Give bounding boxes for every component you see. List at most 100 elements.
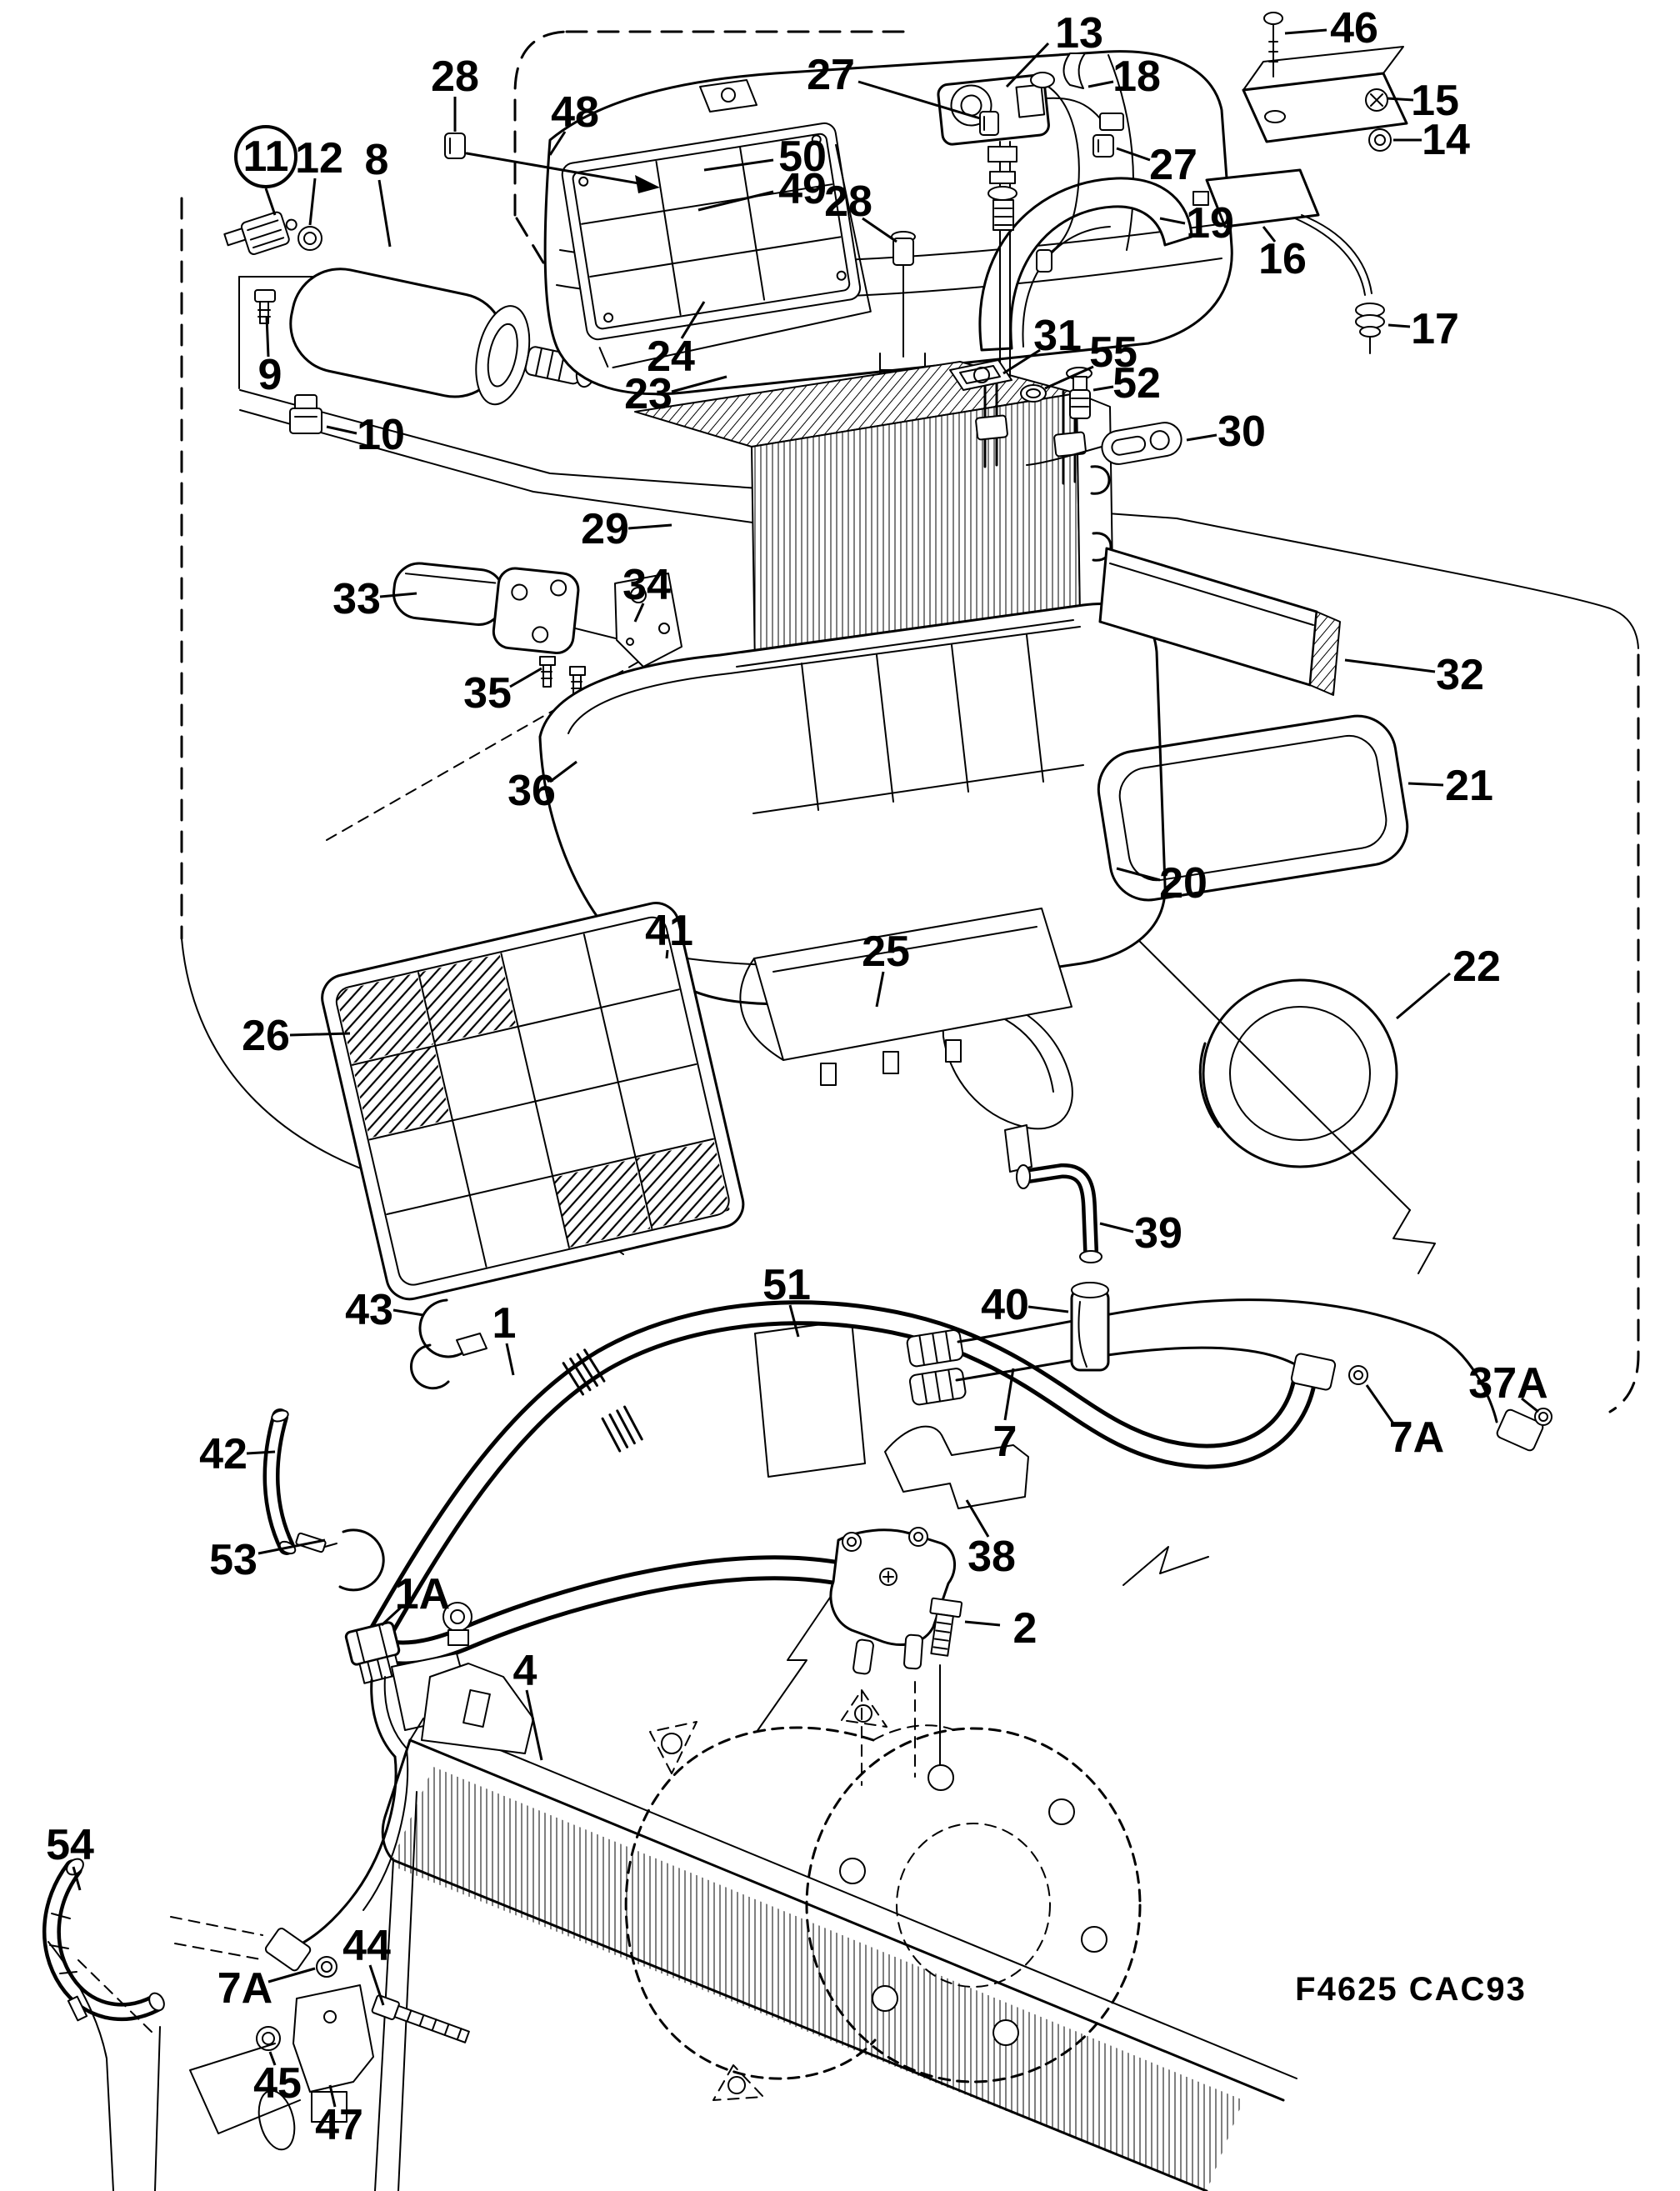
callout-leader-7 [1003, 1368, 1015, 1421]
callout-leader-51 [788, 1304, 800, 1338]
expansion-valve-13 [937, 72, 1124, 464]
callout-31: 31 [1033, 312, 1082, 360]
callout-leader-15 [1386, 97, 1414, 102]
callout-leader-30 [1186, 433, 1218, 442]
callout-leader-12 [308, 178, 317, 226]
bracket-47 [292, 1984, 374, 2123]
callout-leader-52 [1092, 385, 1114, 392]
callout-leader-28b [862, 217, 898, 243]
relay-box-15 [1242, 46, 1408, 143]
callout-46: 46 [1330, 4, 1378, 53]
callout-leader-7Ab [268, 1967, 316, 1983]
o-ring-7a-right [1348, 1365, 1368, 1385]
callout-27a: 27 [807, 51, 855, 99]
callout-42: 42 [199, 1430, 248, 1478]
callout-leader-31 [1002, 348, 1041, 375]
callout-9: 9 [258, 351, 282, 399]
figure-code: F4625 CAC93 [1295, 1971, 1527, 2008]
bolt-2 [929, 1597, 963, 1657]
callout-48: 48 [551, 88, 599, 137]
clip-27-left [979, 111, 999, 136]
callout-20: 20 [1159, 859, 1208, 908]
callout-11: 11 [243, 133, 289, 181]
bracket-34 [614, 573, 682, 668]
clip-43 [409, 1298, 488, 1390]
callout-leader-41 [665, 949, 669, 959]
clip-28-top [444, 133, 660, 193]
filter-26 [321, 902, 745, 1301]
callout-leader-36 [549, 760, 578, 783]
callout-leader-32 [1344, 658, 1436, 673]
callout-leader-43 [392, 1308, 424, 1317]
callout-28a: 28 [431, 53, 479, 101]
callout-49: 49 [778, 165, 827, 213]
callout-53: 53 [209, 1536, 258, 1584]
callout-14: 14 [1422, 116, 1470, 164]
screw-28-right [872, 231, 932, 386]
callout-54: 54 [46, 1821, 94, 1869]
o-ring-7a-bottom [316, 1956, 338, 1978]
callout-45: 45 [253, 2059, 302, 2108]
callout-1A: 1A [395, 1570, 450, 1618]
connector-10 [289, 394, 322, 434]
callout-19: 19 [1186, 199, 1234, 248]
callout-leader-33 [379, 592, 418, 598]
callout-leader-53 [258, 1538, 326, 1555]
callout-circle-11 [234, 125, 298, 188]
callout-29: 29 [581, 505, 629, 553]
callout-16: 16 [1258, 235, 1307, 283]
drain-elbow-39 [1016, 1163, 1102, 1263]
callout-leader-55 [1044, 365, 1094, 390]
callout-2: 2 [1013, 1604, 1038, 1653]
callout-39: 39 [1134, 1209, 1182, 1258]
callout-leader-22 [1396, 972, 1451, 1020]
callout-23: 23 [624, 370, 672, 418]
clip-18 [1062, 53, 1086, 89]
callout-leader-19 [1159, 217, 1186, 225]
resistor-16 [1192, 168, 1372, 296]
callout-51: 51 [762, 1261, 811, 1309]
bolts-35 [539, 656, 586, 698]
callout-leader-1 [505, 1343, 515, 1376]
callout-leader-42 [246, 1450, 276, 1455]
callout-7Ar: 7A [1389, 1413, 1444, 1462]
callout-leader-2 [964, 1620, 1001, 1627]
pipe-7-short [955, 1346, 1295, 1382]
callout-leader-40 [1028, 1305, 1069, 1313]
callout-26: 26 [242, 1012, 290, 1060]
nut-14 [1368, 128, 1392, 152]
callout-28b: 28 [824, 178, 872, 226]
callout-leader-4 [525, 1689, 543, 1761]
callout-leader-27b [1116, 147, 1151, 162]
callout-7: 7 [993, 1418, 1018, 1466]
manifold-block [829, 1527, 956, 1675]
callout-4: 4 [513, 1647, 538, 1695]
callout-30: 30 [1218, 408, 1266, 456]
hose-42 [262, 1408, 297, 1555]
callout-leader-49 [698, 190, 774, 212]
callout-52: 52 [1112, 359, 1161, 408]
callout-leader-24 [680, 301, 706, 339]
seal-21 [1097, 714, 1409, 902]
panel-32 [1098, 547, 1341, 696]
o-ring-37a [1534, 1408, 1552, 1426]
callout-13: 13 [1055, 9, 1103, 58]
o-ring-55 [1020, 384, 1047, 403]
callout-leader-48 [548, 131, 567, 156]
actuator-33 [392, 562, 646, 655]
callout-25: 25 [862, 928, 910, 976]
body-sheetmetal [48, 1941, 301, 2191]
square-washer-31 [949, 359, 1012, 391]
callout-43: 43 [345, 1286, 393, 1334]
label-plate-51 [754, 1319, 866, 1478]
bolt-9 [254, 289, 276, 324]
callout-leader-38 [965, 1499, 990, 1538]
callout-10: 10 [357, 411, 405, 459]
hose-assembly [361, 1298, 1552, 1666]
drain-tube-40 [1070, 1282, 1110, 1372]
callout-7Ab: 7A [218, 1964, 272, 2013]
pipe-7-long [957, 1298, 1498, 1423]
